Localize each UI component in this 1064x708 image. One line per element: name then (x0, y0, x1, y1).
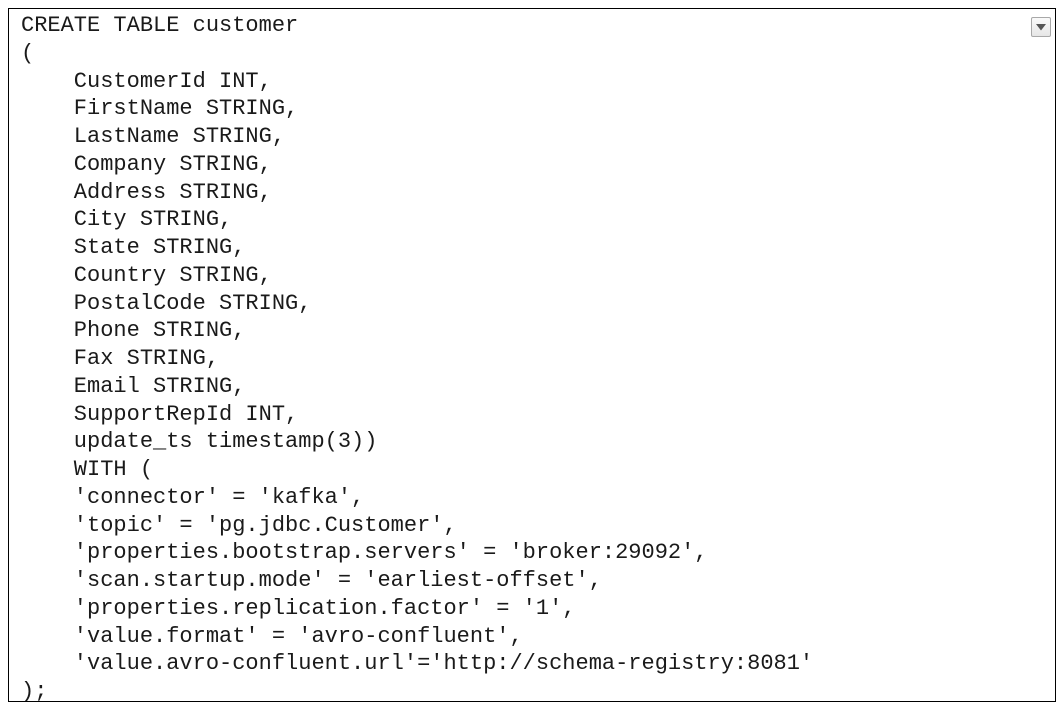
code-line: FirstName STRING, (21, 96, 299, 122)
code-line: Email STRING, (21, 373, 246, 399)
code-line: PostalCode STRING, (21, 290, 312, 316)
code-line: 'connector' = 'kafka', (21, 484, 365, 510)
code-line: 'scan.startup.mode' = 'earliest-offset', (21, 568, 602, 593)
triangle-down-icon (1036, 23, 1046, 30)
code-line: City STRING, (21, 207, 233, 233)
code-line: Company STRING, (21, 151, 272, 177)
code-line: ); (21, 679, 48, 702)
code-line: State STRING, (21, 235, 246, 260)
code-line: Phone STRING, (21, 318, 246, 344)
code-line: LastName STRING, (21, 124, 286, 149)
code-lines: CREATE TABLE customer ( CustomerId INT, … (21, 12, 814, 702)
code-line: CREATE TABLE customer (21, 13, 299, 38)
sql-code-panel: CREATE TABLE customer ( CustomerId INT, … (8, 8, 1056, 702)
code-line: update_ts timestamp(3)) (21, 429, 378, 455)
code-line: 'properties.bootstrap.servers' = 'broker… (21, 540, 708, 566)
code-line: WITH ( (21, 457, 154, 482)
code-line: Address STRING, (21, 179, 272, 205)
code-line: 'properties.replication.factor' = '1', (21, 595, 576, 621)
code-line: Country STRING, (21, 262, 272, 288)
code-line: ( (21, 40, 35, 66)
code-line: SupportRepId INT, (21, 401, 299, 427)
code-line: CustomerId INT, (21, 68, 272, 94)
code-line: Fax STRING, (21, 346, 220, 371)
dropdown-toggle-button[interactable] (1031, 17, 1051, 37)
code-line: 'topic' = 'pg.jdbc.Customer', (21, 512, 457, 538)
code-line: 'value.format' = 'avro-confluent', (21, 623, 523, 649)
code-line: 'value.avro-confluent.url'='http://schem… (21, 651, 814, 677)
